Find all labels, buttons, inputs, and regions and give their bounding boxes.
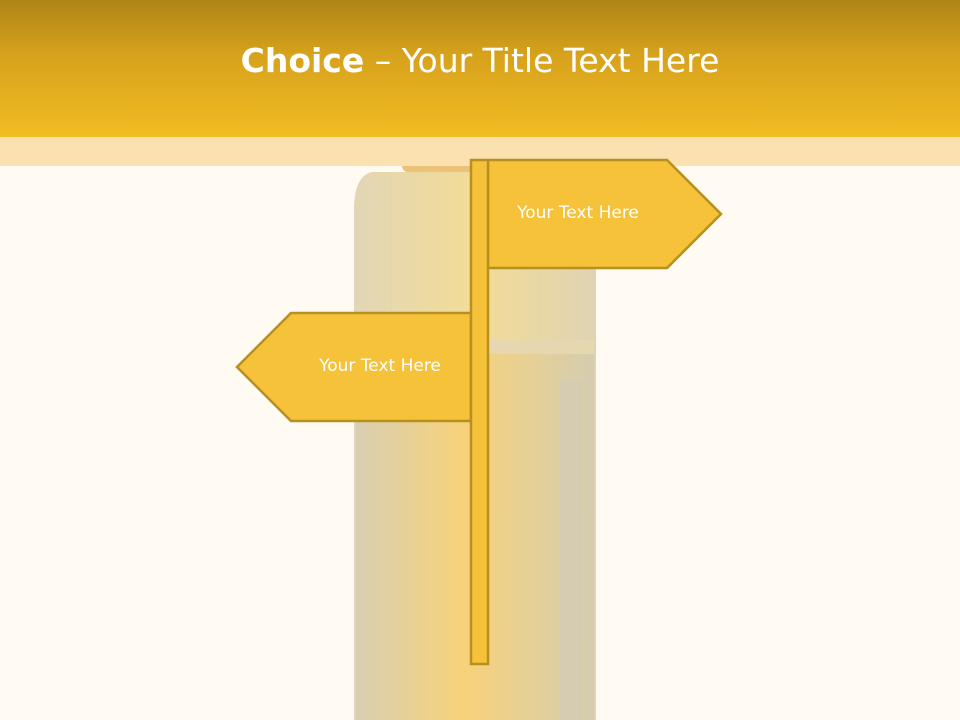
title-bar: Choice – Your Title Text Here: [0, 0, 960, 137]
sign-left-label[interactable]: Your Text Here: [319, 356, 441, 376]
sign-right-label[interactable]: Your Text Here: [517, 203, 639, 223]
slide-title[interactable]: Choice – Your Title Text Here: [241, 41, 720, 80]
slide-title-bold: Choice: [240, 41, 365, 80]
signpost-pole[interactable]: [469, 158, 490, 666]
slide-title-rest: – Your Title Text Here: [364, 41, 720, 80]
